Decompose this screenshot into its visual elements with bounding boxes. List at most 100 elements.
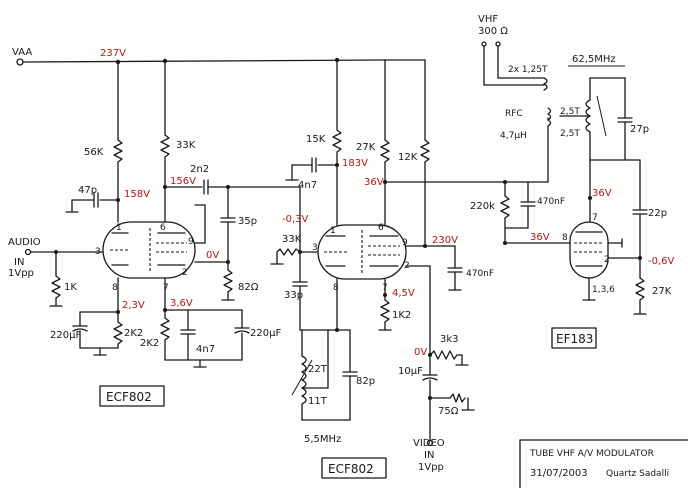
- label-4n7-stage2: 4n7: [298, 180, 317, 191]
- svg-text:6: 6: [160, 223, 166, 233]
- label-2n2: 2n2: [190, 164, 209, 175]
- voltage-36v-plate: 36V: [592, 188, 612, 199]
- label-1k: 1K: [64, 282, 77, 293]
- supply-label: VAA: [12, 47, 32, 58]
- label-balun: 2x 1,25T: [508, 65, 548, 75]
- tube1-envelope: [102, 221, 196, 279]
- video-level-label: 1Vpp: [418, 462, 444, 473]
- resistor-56k: [113, 139, 123, 163]
- voltage-4-5v: 4,5V: [392, 288, 415, 299]
- title-block-title: TUBE VHF A/V MODULATOR: [529, 449, 654, 459]
- label-220uf-1: 220µF: [50, 330, 81, 341]
- label-12k: 12K: [398, 152, 418, 163]
- title-block-author: Quartz Sadalli: [606, 469, 669, 479]
- label-4-7uh: 4,7µH: [500, 131, 527, 141]
- svg-text:2: 2: [604, 255, 610, 265]
- label-82: 82Ω: [238, 282, 259, 293]
- resistor-2k2-1: [113, 321, 123, 345]
- label-75: 75Ω: [438, 406, 459, 417]
- label-11t: 11T: [308, 396, 328, 407]
- resistor-27k-stage2: [380, 139, 390, 163]
- supply-terminal: [16, 58, 24, 66]
- resistor-3k3: [429, 350, 458, 360]
- title-block-date: 31/07/2003: [530, 468, 588, 479]
- label-2k2-2: 2K2: [140, 338, 159, 349]
- label-56k: 56K: [84, 147, 104, 158]
- label-2k2-1: 2K2: [124, 328, 143, 339]
- voltage-158v: 158V: [124, 189, 150, 200]
- label-4n7-stage1: 4n7: [196, 344, 215, 355]
- svg-text:9: 9: [402, 238, 408, 248]
- label-82p: 82p: [356, 376, 375, 387]
- label-2-5t-b: 2,5T: [560, 129, 580, 139]
- resistor-15k: [332, 129, 342, 153]
- label-5-5mhz: 5,5MHz: [304, 434, 341, 445]
- voltage-0v-stage2: 0V: [414, 347, 427, 358]
- svg-text:7: 7: [592, 213, 598, 223]
- label-10uf: 10µF: [398, 366, 423, 377]
- label-62-5mhz: 62,5MHz: [572, 54, 616, 65]
- label-35p: 35p: [238, 216, 257, 227]
- vhf-label: VHF: [478, 14, 498, 25]
- rfc-choke: [547, 107, 552, 127]
- audio-input-terminal: [24, 248, 32, 256]
- svg-text:1: 1: [116, 223, 122, 233]
- resistor-27k-stage3: [635, 277, 645, 301]
- label-220k: 220k: [470, 201, 495, 212]
- svg-text:8: 8: [112, 283, 118, 293]
- svg-text:1,3,6: 1,3,6: [592, 285, 615, 295]
- svg-text:8: 8: [562, 233, 568, 243]
- svg-text:3: 3: [312, 243, 318, 253]
- tube1-name: ECF802: [106, 390, 152, 404]
- tube3-name: EF183: [556, 332, 593, 346]
- resistor-220k: [500, 195, 510, 219]
- label-15k: 15K: [306, 134, 326, 145]
- resistor-12k: [420, 139, 430, 163]
- voltage-230v: 230V: [432, 235, 458, 246]
- video-in-label: IN: [424, 450, 434, 461]
- tube2-name-box: [321, 457, 387, 479]
- svg-text:2: 2: [182, 268, 188, 278]
- resistor-1k2: [380, 299, 390, 323]
- voltage-36v-grid: 36V: [530, 232, 550, 243]
- voltage-183v: 183V: [342, 158, 368, 169]
- label-470nf-stage3: 470nF: [537, 197, 565, 207]
- audio-in-label: IN: [14, 257, 24, 268]
- svg-text:8: 8: [333, 283, 339, 293]
- vhf-impedance: 300 Ω: [478, 26, 508, 37]
- label-rfc: RFC: [505, 109, 523, 119]
- resistor-1k: [51, 275, 61, 299]
- label-22t: 22T: [308, 364, 328, 375]
- resistor-33k: [160, 134, 170, 158]
- label-33p: 33p: [284, 290, 303, 301]
- voltage-156v: 156V: [170, 176, 196, 187]
- resistor-2k2-2: [160, 317, 170, 341]
- label-33k: 33K: [176, 140, 196, 151]
- label-27p: 27p: [630, 124, 649, 135]
- resistor-75: [449, 393, 466, 403]
- supply-voltage: 237V: [100, 48, 126, 59]
- svg-text:6: 6: [378, 223, 384, 233]
- voltage-minus-0-3v: -0,3V: [282, 214, 309, 225]
- tube2-name: ECF802: [328, 462, 374, 476]
- tube3-envelope: [569, 221, 609, 279]
- label-220uf-2: 220µF: [250, 328, 281, 339]
- resistor-82: [223, 269, 233, 293]
- voltage-3-6v: 3,6V: [170, 298, 193, 309]
- balun-coil: [543, 77, 548, 91]
- label-33k-stage2: 33K: [282, 234, 302, 245]
- label-27k-stage3: 27K: [652, 286, 672, 297]
- supply-rail: [22, 59, 386, 63]
- voltage-minus-0-6v: -0,6V: [648, 256, 675, 267]
- voltage-0v-stage1: 0V: [206, 250, 219, 261]
- voltage-2-3v: 2,3V: [122, 300, 145, 311]
- coil-5-5mhz: [301, 355, 307, 405]
- audio-level-label: 1Vpp: [8, 268, 34, 279]
- resistor-33k-stage2: [276, 248, 301, 256]
- label-22p: 22p: [648, 208, 667, 219]
- label-1k2: 1K2: [392, 310, 411, 321]
- label-27k-stage2: 27K: [356, 142, 376, 153]
- voltage-36v-stage2: 36V: [364, 177, 384, 188]
